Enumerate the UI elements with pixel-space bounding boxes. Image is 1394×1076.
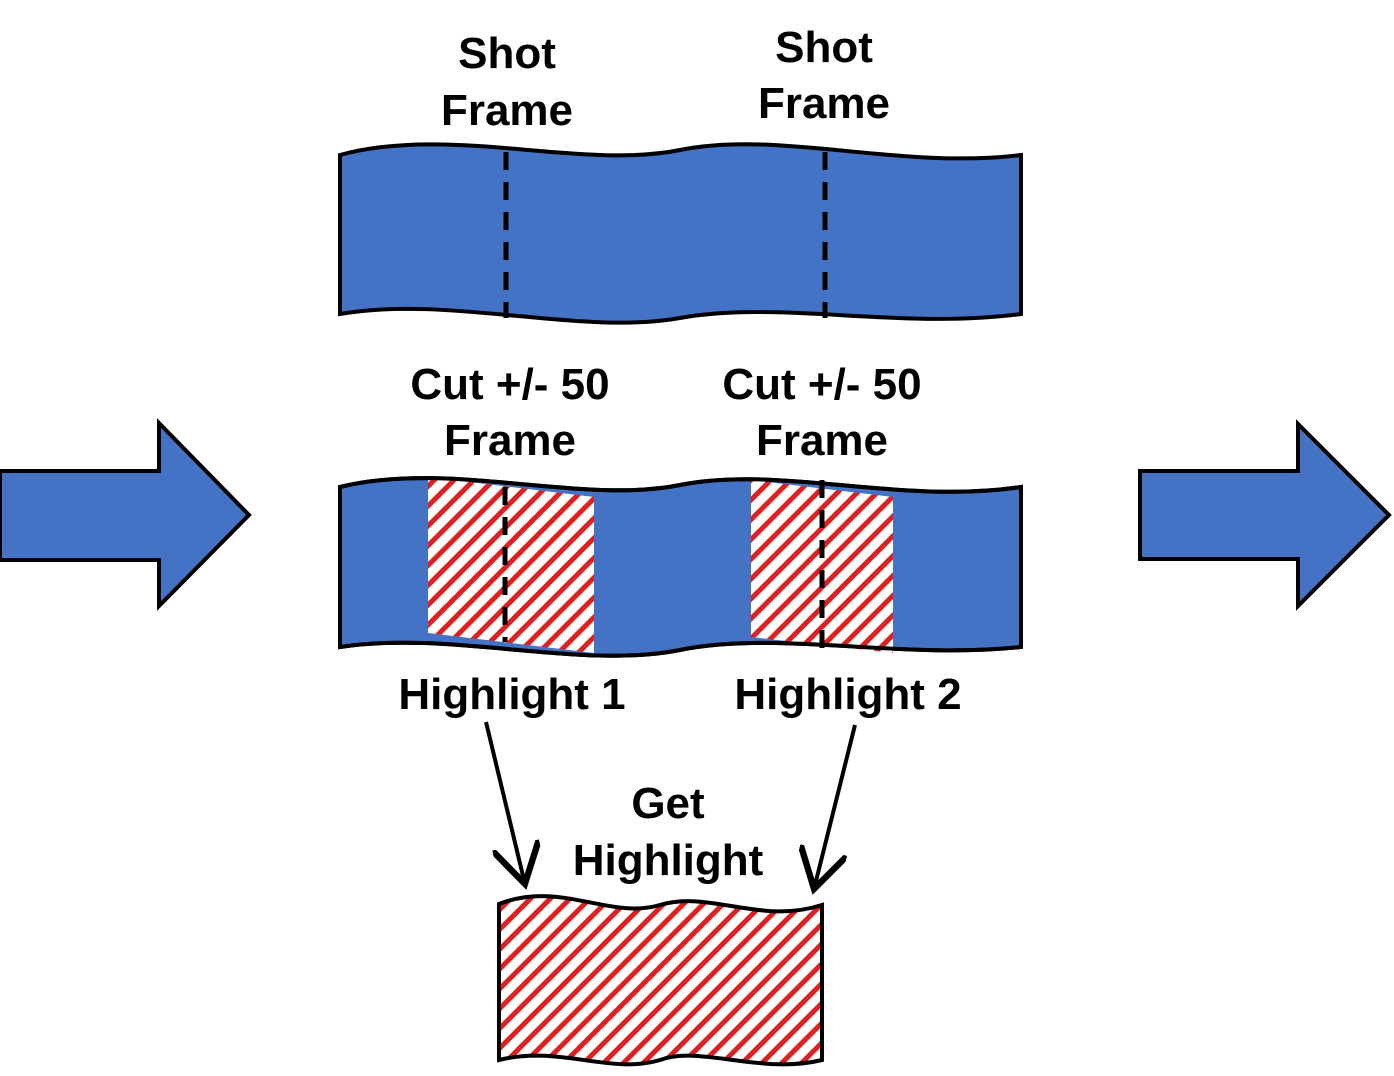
- result-highlight-strip: [497, 894, 824, 1067]
- left-block-arrow-icon: [0, 418, 252, 611]
- shot-frame-label-right-line1: Shot: [775, 23, 873, 72]
- middle-film-strip: [338, 476, 1023, 658]
- top-strip-body: [338, 142, 1023, 325]
- cut-label-left-line2: Frame: [444, 416, 576, 465]
- top-film-strip: [338, 142, 1023, 325]
- right-block-arrow-icon: [1138, 419, 1392, 611]
- shot-frame-label-left-line2: Frame: [441, 86, 573, 135]
- cut-label-right-line2: Frame: [756, 416, 888, 465]
- arrow-highlight-2-to-result: [815, 724, 857, 885]
- highlight-2-label: Highlight 2: [734, 670, 961, 719]
- highlight-2-segment: [751, 480, 893, 653]
- get-highlight-label-line1: Get: [631, 779, 705, 828]
- shot-frame-label-right-line2: Frame: [758, 79, 890, 128]
- shot-frame-label-left-line1: Shot: [458, 29, 556, 78]
- highlight-1-label: Highlight 1: [398, 670, 625, 719]
- cut-label-right-line1: Cut +/- 50: [722, 360, 921, 409]
- highlight-1-segment: [428, 477, 594, 653]
- middle-strip-outline: [338, 476, 1023, 658]
- cut-label-left-line1: Cut +/- 50: [410, 360, 609, 409]
- get-highlight-label-line2: Highlight: [573, 836, 764, 885]
- arrow-highlight-1-to-result: [484, 721, 524, 880]
